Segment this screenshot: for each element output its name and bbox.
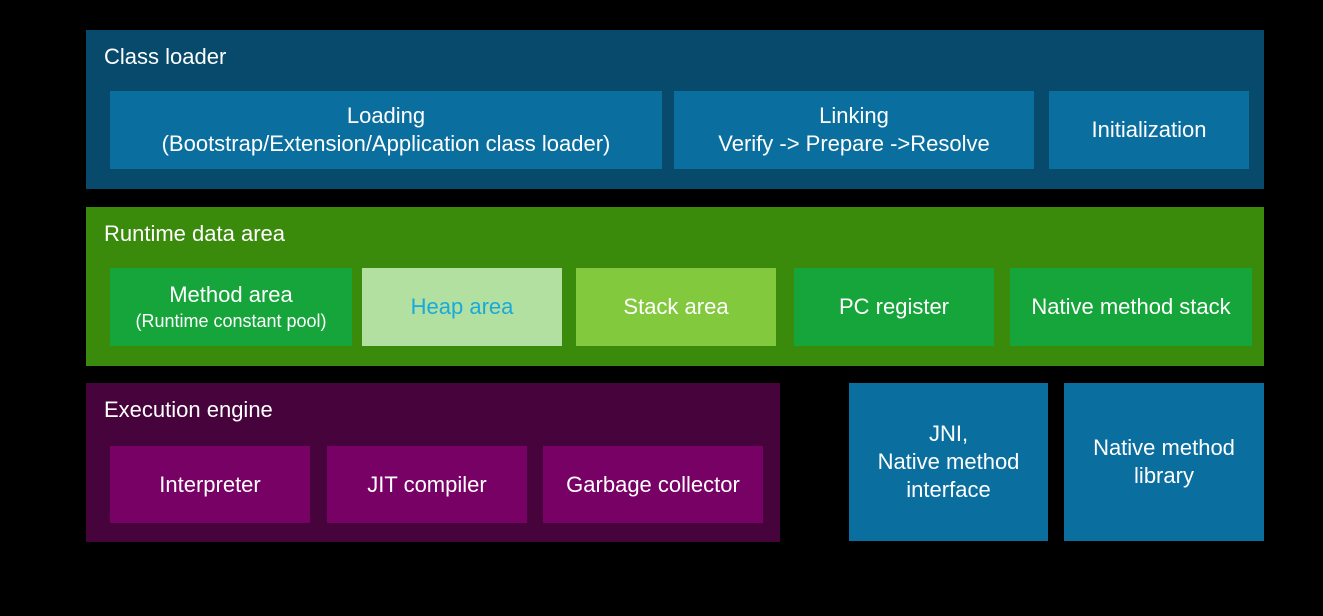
- jni-label-line3: interface: [906, 477, 991, 502]
- jni-box: JNI, Native method interface: [849, 383, 1048, 541]
- jit-compiler-box: JIT compiler: [327, 446, 527, 523]
- native-method-library-label-line2: library: [1134, 463, 1194, 488]
- initialization-box: Initialization: [1049, 91, 1249, 169]
- method-area-detail: (Runtime constant pool): [135, 311, 327, 331]
- method-area-box: Method area (Runtime constant pool): [110, 268, 352, 346]
- runtime-data-area-panel: Runtime data area Method area (Runtime c…: [86, 207, 1264, 366]
- garbage-collector-box: Garbage collector: [543, 446, 763, 523]
- initialization-label: Initialization: [1091, 117, 1207, 142]
- heap-area-label: Heap area: [410, 294, 514, 319]
- native-method-stack-box: Native method stack: [1010, 268, 1252, 346]
- jni-label-line2: Native method: [877, 449, 1020, 474]
- loading-detail: (Bootstrap/Extension/Application class l…: [161, 131, 611, 156]
- execution-engine-title: Execution engine: [104, 397, 273, 422]
- garbage-collector-label: Garbage collector: [566, 471, 740, 497]
- native-method-library-label-line1: Native method: [1093, 435, 1235, 460]
- execution-engine-panel: Execution engine Interpreter JIT compile…: [86, 383, 780, 542]
- runtime-data-area-title: Runtime data area: [104, 221, 285, 246]
- linking-label: Linking: [819, 103, 889, 128]
- loading-label: Loading: [346, 103, 426, 128]
- loading-box: Loading (Bootstrap/Extension/Application…: [110, 91, 662, 169]
- pc-register-box: PC register: [794, 268, 994, 346]
- native-method-stack-label: Native method stack: [1031, 294, 1231, 319]
- class-loader-panel: Class loader Loading (Bootstrap/Extensio…: [86, 30, 1264, 189]
- pc-register-label: PC register: [838, 294, 950, 319]
- native-method-library-box: Native method library: [1064, 383, 1264, 541]
- linking-box: Linking Verify -> Prepare ->Resolve: [674, 91, 1034, 169]
- stack-area-box: Stack area: [576, 268, 776, 346]
- heap-area-box: Heap area: [362, 268, 562, 346]
- interpreter-box: Interpreter: [110, 446, 310, 523]
- stack-area-label: Stack area: [623, 294, 729, 319]
- method-area-label: Method area: [169, 282, 293, 307]
- jni-label-line1: JNI,: [928, 421, 969, 446]
- interpreter-label: Interpreter: [159, 471, 261, 497]
- class-loader-title: Class loader: [104, 44, 227, 69]
- linking-detail: Verify -> Prepare ->Resolve: [718, 131, 990, 156]
- jit-compiler-label: JIT compiler: [367, 471, 487, 497]
